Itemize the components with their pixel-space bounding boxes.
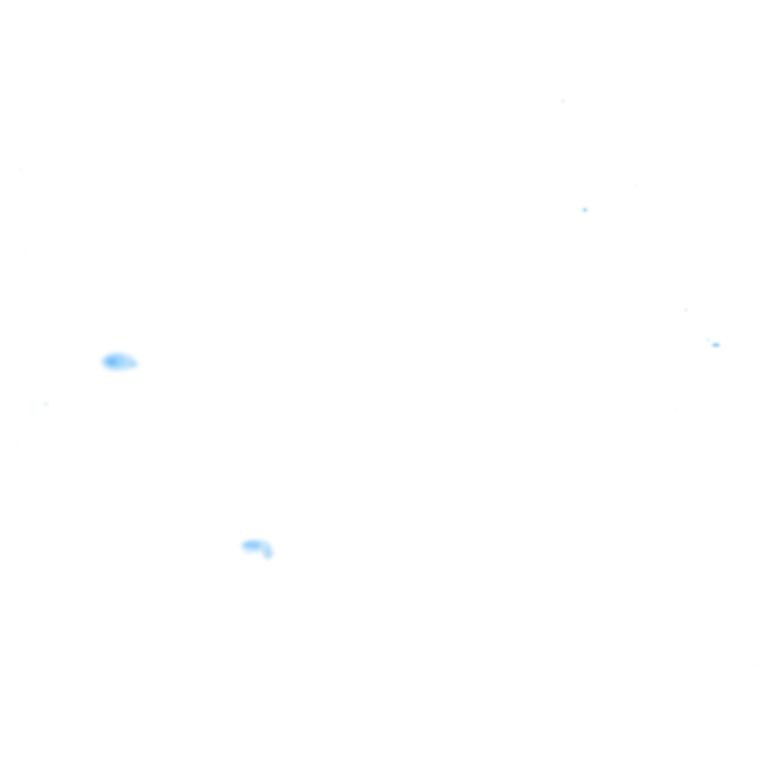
precip-cell-south bbox=[241, 540, 273, 559]
precip-specks bbox=[17, 99, 761, 717]
precip-cell-west bbox=[101, 353, 138, 371]
